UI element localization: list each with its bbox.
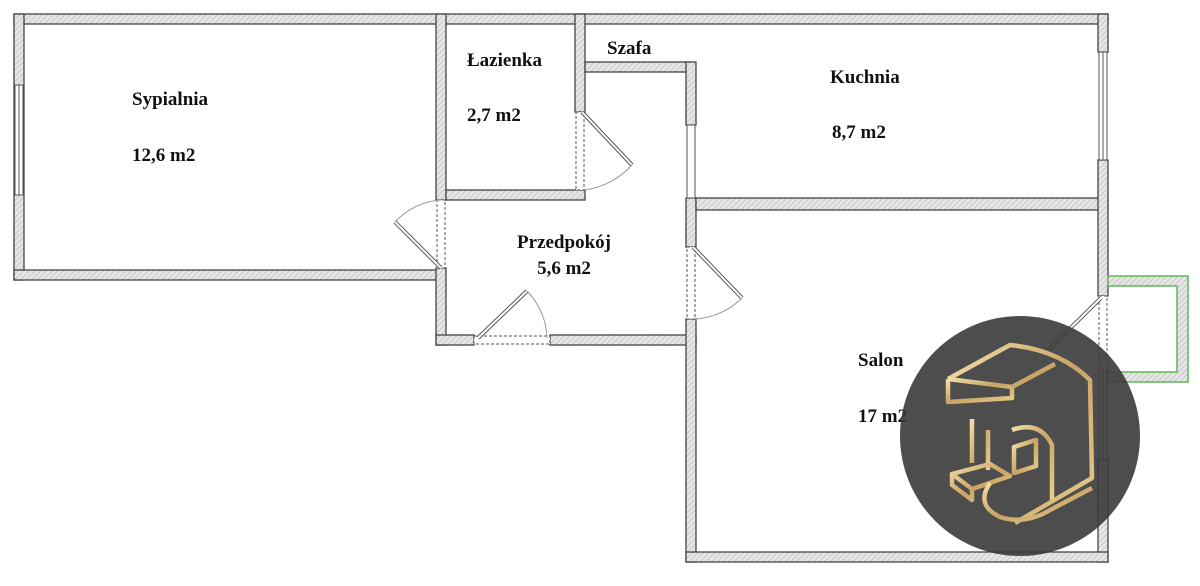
door-sypialnia — [393, 199, 446, 270]
door-entrance — [473, 289, 551, 345]
room-name-szafa: Szafa — [607, 38, 652, 59]
window-sypialnia — [14, 84, 24, 196]
glazed-partition — [686, 124, 696, 199]
wall-segment — [435, 13, 447, 201]
coffee-machine-icon — [945, 342, 1095, 525]
room-name-lazienka: Łazienka — [467, 50, 542, 71]
room-name-przedpokoj: Przedpokój — [517, 232, 611, 253]
room-name-kuchnia: Kuchnia — [830, 67, 900, 88]
room-name-sypialnia: Sypialnia — [132, 89, 209, 110]
logo-badge — [900, 316, 1140, 556]
wall-segment — [1097, 159, 1109, 297]
door-lazienka — [575, 110, 634, 191]
wall-segment — [695, 197, 1109, 211]
walls — [13, 13, 1109, 563]
balcony — [1107, 275, 1189, 383]
wall-segment — [584, 61, 691, 73]
room-area-kuchnia: 8,7 m2 — [832, 122, 886, 143]
room-area-sypialnia: 12,6 m2 — [132, 145, 195, 166]
room-area-lazienka: 2,7 m2 — [467, 105, 521, 126]
wall-segment — [574, 13, 586, 113]
wall-segment — [435, 267, 447, 346]
room-area-salon: 17 m2 — [858, 406, 907, 427]
door-salon — [686, 245, 744, 320]
window-kuchnia — [1098, 51, 1108, 161]
wall-segment — [13, 13, 1109, 25]
room-area-przedpokoj: 5,6 m2 — [537, 258, 591, 279]
wall-segment — [685, 551, 1109, 563]
wall-segment — [435, 334, 475, 346]
wall-segment — [549, 334, 697, 346]
wall-segment — [1097, 13, 1109, 53]
wall-segment — [685, 197, 697, 248]
wall-segment — [685, 318, 697, 563]
room-name-salon: Salon — [858, 350, 904, 371]
wall-segment — [685, 61, 697, 126]
wall-segment — [445, 189, 586, 201]
room-labels: Sypialnia 12,6 m2 Łazienka 2,7 m2 Szafa … — [132, 38, 907, 427]
wall-segment — [13, 269, 446, 281]
